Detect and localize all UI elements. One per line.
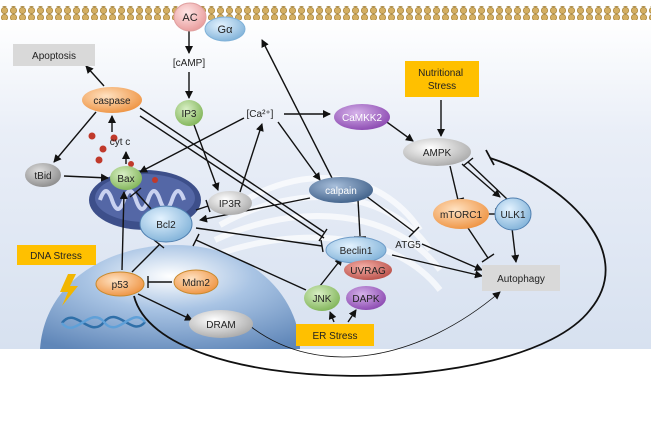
node-dna-stress: DNA Stress	[17, 245, 96, 265]
node-beclin1-label: Beclin1	[340, 246, 373, 257]
node-ca-label: [Ca²⁺]	[247, 109, 274, 120]
node-ac-label: AC	[182, 12, 197, 24]
node-apoptosis: Apoptosis	[13, 44, 95, 66]
node-nutritional-stress: Nutritional Stress	[405, 61, 479, 97]
nutritional-stress-line: Stress	[428, 81, 456, 92]
node-galpha: Gα	[204, 16, 246, 42]
node-autophagy-label: Autophagy	[497, 274, 545, 285]
node-autophagy: Autophagy	[482, 265, 560, 291]
node-dna-stress-label: DNA Stress	[30, 251, 82, 262]
node-ac: AC	[173, 2, 207, 32]
node-ip3-label: IP3	[181, 109, 196, 120]
node-tbid: tBid	[25, 163, 61, 187]
node-caspase-label: caspase	[93, 96, 131, 107]
pathway-edges	[53, 30, 607, 377]
node-er-stress-label: ER Stress	[312, 331, 357, 342]
node-camp-label: [cAMP]	[173, 58, 205, 69]
node-er-stress: ER Stress	[296, 324, 374, 346]
node-ip3: IP3	[175, 100, 203, 126]
node-mtorc1-label: mTORC1	[440, 210, 482, 221]
node-uvrag-label: UVRAG	[350, 266, 386, 277]
node-caspase: caspase	[82, 87, 142, 113]
dna-icon	[60, 315, 146, 330]
node-dram-label: DRAM	[206, 320, 235, 331]
node-beclin1: Beclin1	[325, 236, 387, 264]
cytc-molecules	[88, 132, 158, 183]
node-dapk-label: DAPK	[352, 294, 380, 305]
node-atg5-label: ATG5	[395, 240, 421, 251]
node-bcl2-label: Bcl2	[156, 220, 176, 231]
nutritional-stress-line: Nutritional	[418, 68, 463, 79]
node-nutritional-stress-label: Nutritional Stress	[418, 68, 466, 92]
node-ip3r: IP3R	[208, 191, 252, 215]
node-mdm2: Mdm2	[173, 269, 219, 295]
node-calpain: calpain	[309, 177, 373, 203]
node-jnk-label: JNK	[313, 294, 332, 305]
node-mdm2-label: Mdm2	[182, 278, 210, 289]
node-cytc-label: cyt c	[110, 137, 131, 148]
node-jnk: JNK	[304, 285, 340, 311]
node-p53-label: p53	[112, 280, 129, 291]
node-dapk: DAPK	[346, 286, 386, 310]
node-camkk2-label: CaMKK2	[342, 113, 382, 124]
node-ip3r-label: IP3R	[219, 199, 241, 210]
node-bax-label: Bax	[117, 174, 134, 185]
node-bcl2: Bcl2	[139, 205, 193, 243]
node-bax: Bax	[110, 166, 142, 190]
lightning-icon	[60, 274, 78, 306]
node-mtorc1: mTORC1	[433, 199, 489, 229]
node-ulk1: ULK1	[494, 197, 532, 231]
node-camkk2: CaMKK2	[334, 104, 390, 130]
node-galpha-label: Gα	[218, 24, 234, 36]
node-uvrag: UVRAG	[344, 260, 392, 280]
node-dram: DRAM	[189, 310, 253, 338]
node-ulk1-label: ULK1	[500, 210, 525, 221]
node-ampk-label: AMPK	[423, 148, 452, 159]
node-calpain-label: calpain	[325, 186, 357, 197]
node-p53: p53	[95, 271, 145, 297]
node-apoptosis-label: Apoptosis	[32, 51, 76, 62]
node-tbid-label: tBid	[34, 171, 51, 182]
cell-membrane	[0, 6, 651, 20]
node-ampk: AMPK	[403, 138, 471, 166]
